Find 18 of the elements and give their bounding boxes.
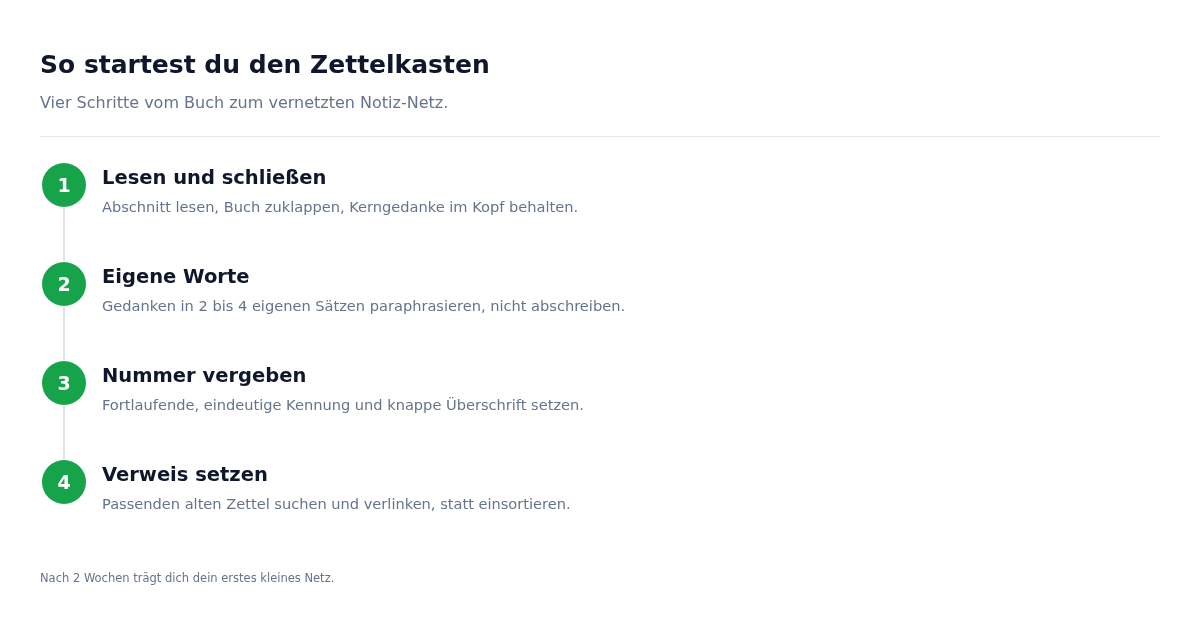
step-number-circle: 3 xyxy=(42,361,86,405)
step-number-circle: 4 xyxy=(42,460,86,504)
connector-line xyxy=(63,306,65,361)
step-heading: Lesen und schließen xyxy=(102,166,327,189)
connector-line xyxy=(63,207,65,262)
connector-line xyxy=(63,405,65,460)
step-heading: Eigene Worte xyxy=(102,265,250,288)
title: So startest du den Zettelkasten xyxy=(40,50,490,79)
step-number-circle: 2 xyxy=(42,262,86,306)
footnote: Nach 2 Wochen trägt dich dein erstes kleines Netz. xyxy=(40,571,335,585)
step-description: Gedanken in 2 bis 4 eigenen Sätzen paraphrasieren, nicht abschreiben. xyxy=(102,297,626,314)
step-heading: Nummer vergeben xyxy=(102,364,307,387)
step-description: Abschnitt lesen, Buch zuklappen, Kerngedanke im Kopf behalten. xyxy=(102,198,579,215)
step-number-circle: 1 xyxy=(42,163,86,207)
step-heading: Verweis setzen xyxy=(102,463,268,486)
step-description: Fortlaufende, eindeutige Kennung und knappe Überschrift setzen. xyxy=(102,396,584,413)
subtitle: Vier Schritte vom Buch zum vernetzten Notiz-Netz. xyxy=(40,93,449,112)
step-description: Passenden alten Zettel suchen und verlinken, statt einsortieren. xyxy=(102,495,571,512)
